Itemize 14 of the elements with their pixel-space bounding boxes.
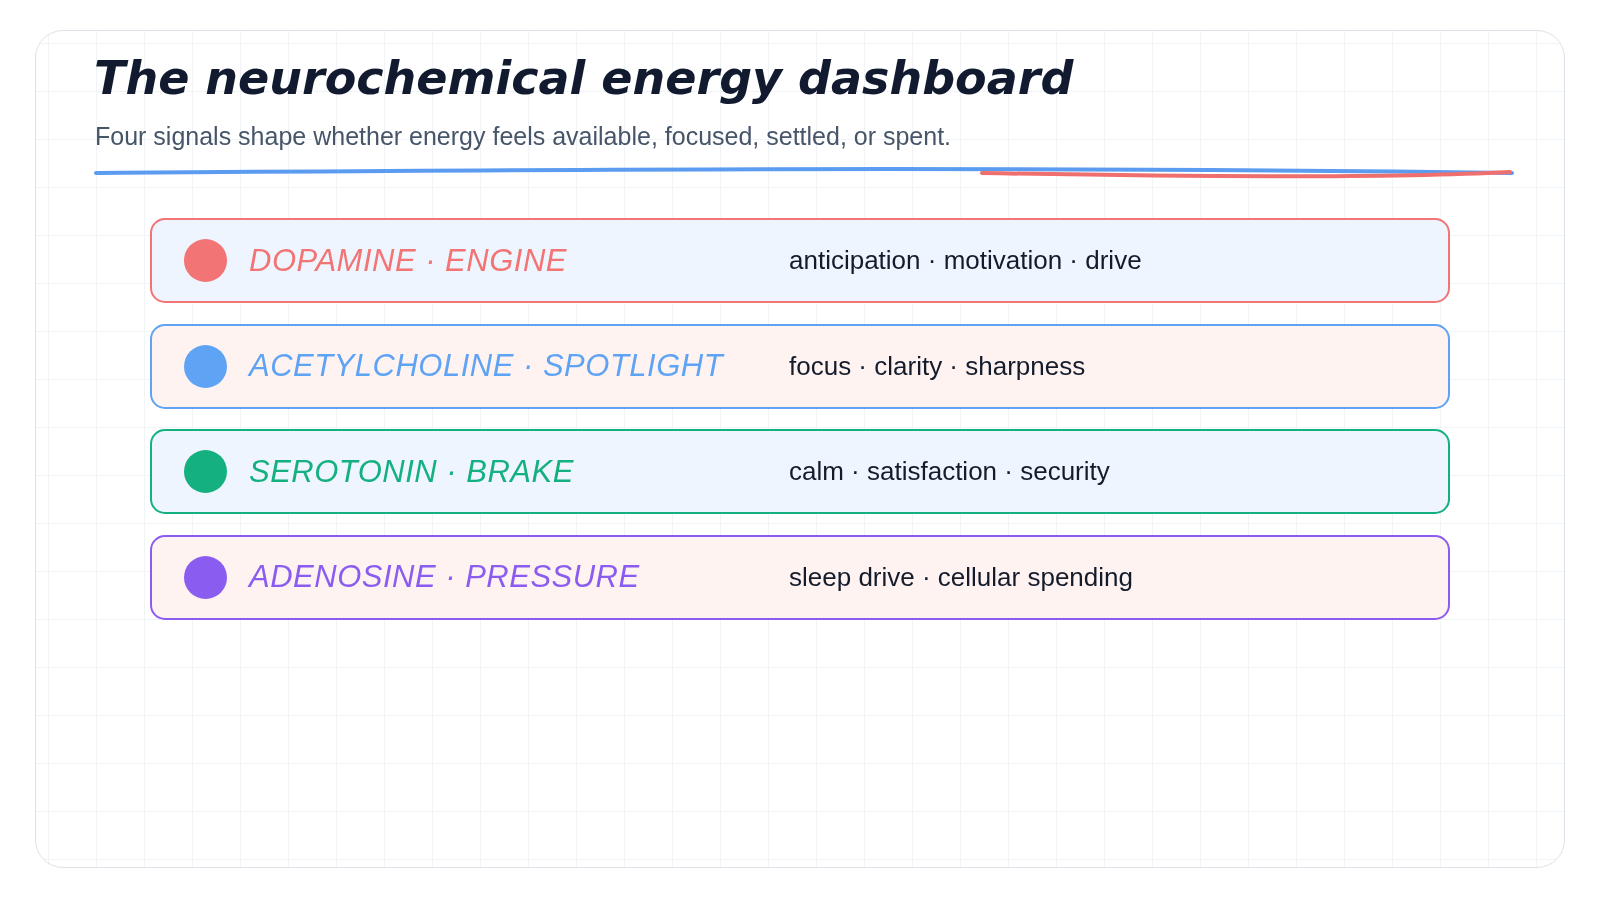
signal-band xyxy=(150,429,1450,514)
signal-band xyxy=(150,218,1450,303)
signal-traits: sleep drive · cellular spending xyxy=(789,561,1133,593)
subtitle: Four signals shape whether energy feels available, focused, settled, or spent. xyxy=(95,121,952,152)
signal-traits: anticipation · motivation · drive xyxy=(789,245,1142,276)
signal-name: ADENOSINE · PRESSURE xyxy=(249,559,641,595)
signal-traits: focus · clarity · sharpness xyxy=(789,350,1086,382)
signal-name: ACETYLCHOLINE · SPOTLIGHT xyxy=(249,348,726,384)
diagram-title: The neurochemical energy dashboard xyxy=(94,50,1074,107)
signal-band xyxy=(150,323,1450,409)
signal-band xyxy=(150,534,1450,620)
signal-traits: calm · satisfaction · security xyxy=(789,456,1110,487)
signal-name: DOPAMINE · ENGINE xyxy=(249,242,568,279)
signal-name: SEROTONIN · BRAKE xyxy=(249,453,575,490)
